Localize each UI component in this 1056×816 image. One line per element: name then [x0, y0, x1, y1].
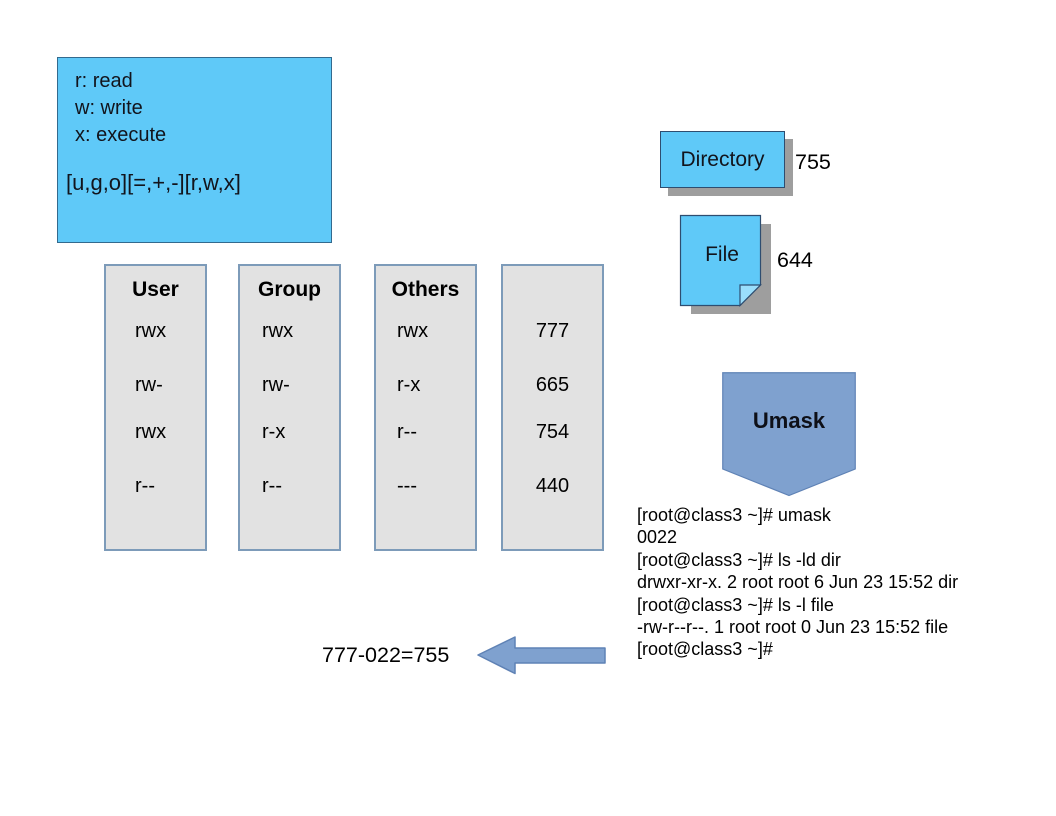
terminal-line: -rw-r--r--. 1 root root 0 Jun 23 15:52 f…	[637, 617, 949, 638]
permission-cell: rwx	[397, 320, 429, 342]
file-label: File	[705, 243, 739, 266]
octal-cell: 665	[535, 374, 570, 396]
terminal-line: [root@class3 ~]# ls -l file	[637, 594, 834, 615]
terminal-output: [root@class3 ~]# umask 0022 [root@class3…	[637, 504, 1017, 661]
permission-cell: r--	[397, 421, 417, 443]
permission-cell: r-x	[262, 421, 286, 443]
legend-line-write: w: write	[75, 97, 143, 119]
permission-cell: ---	[397, 475, 417, 497]
permission-cell: r-x	[397, 374, 421, 396]
umask-calculation: 777-022=755	[322, 643, 450, 667]
permission-column-group: Group rwx rw- r-x r--	[238, 264, 341, 551]
permission-cell: rw-	[135, 374, 163, 396]
permission-cell: rw-	[262, 374, 290, 396]
directory-shape: Directory	[660, 131, 785, 188]
permission-column-others: Others rwx r-x r-- ---	[374, 264, 477, 551]
terminal-line: [root@class3 ~]# ls -ld dir	[637, 549, 841, 570]
permission-cell: r--	[262, 475, 282, 497]
octal-cell: 440	[535, 475, 570, 497]
permission-cell: rwx	[135, 320, 167, 342]
left-arrow-icon	[477, 636, 606, 675]
permission-column-user: User rwx rw- rwx r--	[104, 264, 207, 551]
legend-line-execute: x: execute	[75, 124, 167, 146]
terminal-line: drwxr-xr-x. 2 root root 6 Jun 23 15:52 d…	[637, 572, 959, 593]
file-shape	[679, 214, 771, 314]
octal-cell: 777	[535, 320, 570, 342]
permission-column-octal: 777 665 754 440	[501, 264, 604, 551]
file-octal-value: 644	[777, 248, 813, 272]
column-header-group: Group	[258, 278, 321, 301]
column-header-user: User	[132, 278, 179, 301]
umask-banner	[722, 372, 856, 497]
chmod-syntax: [u,g,o][=,+,-][r,w,x]	[66, 170, 241, 195]
legend-lines: r: read w: write x: execute	[58, 68, 331, 149]
permission-cell: rwx	[135, 421, 167, 443]
column-header-others: Others	[391, 278, 460, 301]
legend-box: r: read w: write x: execute [u,g,o][=,+,…	[57, 57, 332, 243]
legend-line-read: r: read	[75, 70, 133, 92]
file-fold-corner	[739, 284, 762, 307]
terminal-line: [root@class3 ~]# umask	[637, 505, 831, 525]
octal-cell: 754	[535, 421, 570, 443]
permission-cell: r--	[135, 475, 155, 497]
terminal-line: [root@class3 ~]#	[637, 639, 773, 660]
umask-label: Umask	[752, 408, 826, 433]
directory-label: Directory	[680, 147, 765, 171]
terminal-line: 0022	[637, 527, 678, 548]
permission-cell: rwx	[262, 320, 294, 342]
directory-octal-value: 755	[795, 150, 831, 174]
